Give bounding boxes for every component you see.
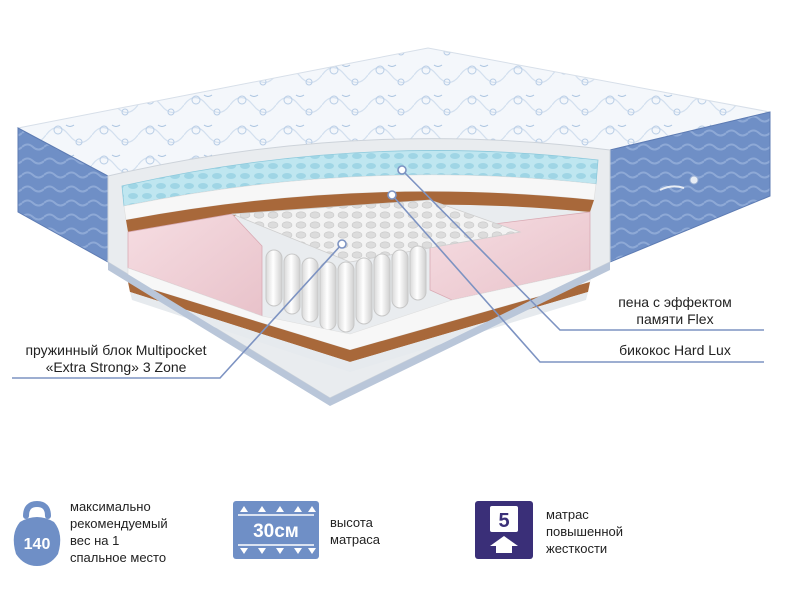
bicoconut-top-layer: [126, 191, 594, 232]
callout-memory-foam-line2: памяти Flex: [636, 311, 714, 327]
max-weight-line: спальное место: [70, 550, 167, 565]
firmness-description: матрас повышенной жесткости: [546, 506, 666, 557]
handle-icon: [689, 175, 699, 185]
max-weight-line: вес на 1: [70, 533, 120, 548]
firmness-line: жесткости: [546, 541, 608, 556]
callout-bicoconut: бикокос Hard Lux: [590, 342, 760, 359]
firmness-line: матрас: [546, 507, 589, 522]
pink-foam-left: [127, 213, 263, 317]
mattress-height-icon: 30см: [233, 501, 319, 559]
firmness-level-icon: 5: [475, 501, 533, 559]
mattress-cutaway-illustration: [12, 47, 771, 406]
callout-lines: [12, 169, 764, 379]
callout-spring-block-line1: пружинный блок Multipocket: [25, 342, 207, 358]
max-weight-description: максимально рекомендуемый вес на 1 спаль…: [70, 498, 220, 566]
max-weight-line: рекомендуемый: [70, 516, 168, 531]
height-line: высота: [330, 515, 373, 530]
height-line: матраса: [330, 532, 381, 547]
firmness-badge-text: 5: [498, 510, 509, 532]
callout-spring-block: пружинный блок Multipocket «Extra Strong…: [0, 342, 232, 376]
callout-memory-foam-line1: пена с эффектом: [618, 294, 732, 310]
max-weight-badge-text: 140: [24, 536, 51, 553]
firmness-line: повышенной: [546, 524, 624, 539]
callout-memory-foam: пена с эффектом памяти Flex: [590, 294, 760, 328]
height-badge-text: 30см: [253, 521, 299, 542]
callout-spring-block-line2: «Extra Strong» 3 Zone: [45, 359, 187, 375]
max-weight-line: максимально: [70, 499, 151, 514]
callout-bicoconut-line1: бикокос Hard Lux: [619, 342, 731, 358]
kettlebell-weight-icon: 140: [13, 500, 61, 566]
height-description: высота матраса: [330, 514, 440, 548]
